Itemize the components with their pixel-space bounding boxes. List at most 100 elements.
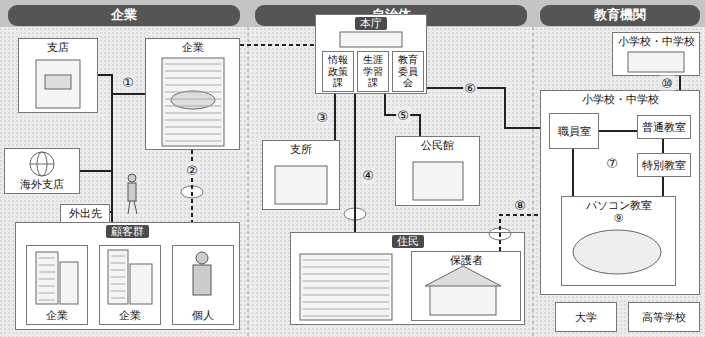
window-row [39, 300, 55, 301]
box-fill [357, 51, 389, 92]
box-fill [8, 5, 240, 26]
window-row [165, 141, 221, 142]
window-row [39, 265, 55, 266]
department-box: 情報政策課 [322, 51, 354, 92]
window-row [39, 293, 55, 294]
globe-icon [30, 152, 54, 176]
window-row [303, 281, 389, 282]
buildings [36, 32, 684, 320]
window-row [39, 258, 55, 259]
school-box: 小学校・中学校職員室普通教室特別教室パソコン教室⑨ [540, 90, 700, 295]
school-box: 小学校・中学校 [612, 32, 700, 76]
box-label: 特別教室 [642, 159, 686, 172]
network-line [427, 88, 540, 128]
network-line [110, 94, 145, 212]
box-fill [145, 38, 240, 150]
outside-box: 外出先 [60, 204, 110, 223]
box-label: 住民 [392, 235, 424, 248]
box-label: 外出先 [69, 207, 102, 220]
section-header: 教育機関 [540, 5, 700, 26]
window-row [303, 295, 389, 296]
callout-number: ② [185, 163, 199, 178]
network-line [572, 149, 574, 196]
box-fill [322, 51, 354, 92]
branch-office-box: 支所 [262, 140, 340, 210]
box-label: 企業 [119, 309, 141, 322]
window-row [111, 277, 125, 278]
callout-number: ⑥ [463, 81, 477, 96]
window-row [303, 260, 389, 261]
window-row [303, 302, 389, 303]
box-label: 公民館 [421, 139, 454, 152]
university-box: 大学 [555, 302, 617, 332]
room-box: 職員室 [549, 113, 599, 149]
network-line [599, 130, 637, 132]
box-fill [628, 302, 700, 332]
room-box: 特別教室 [637, 153, 691, 177]
box-fill [540, 90, 700, 295]
box-fill [612, 32, 700, 76]
box-fill [561, 196, 676, 286]
window-row [303, 316, 389, 317]
window-row [165, 92, 221, 93]
box-fill [99, 245, 161, 325]
box-label: 企業 [46, 309, 68, 322]
callout-number: ⑧ [513, 198, 527, 213]
box-fill [392, 51, 424, 92]
box-label: 本庁 [355, 17, 387, 30]
window-row [111, 256, 125, 257]
box-fill [395, 136, 480, 206]
box-fill [60, 204, 110, 223]
window-row [165, 78, 221, 79]
box-label: 情報政策課 [325, 54, 351, 89]
box-label: 小学校・中学校 [618, 35, 695, 48]
department-box: 生涯学習課 [357, 51, 389, 92]
city-hall-box: 本庁情報政策課生涯学習課教育委員会 [315, 14, 427, 94]
box-label: 生涯学習課 [360, 54, 386, 89]
residents-box: 住民保護者 [290, 232, 525, 325]
network-line [500, 215, 540, 251]
box-label: 小学校・中学校 [582, 93, 659, 106]
network-line [240, 44, 315, 46]
callout-number: ① [121, 75, 135, 90]
box-label: 高等学校 [642, 311, 686, 324]
window-row [39, 286, 55, 287]
window-row [111, 291, 125, 292]
box-fill [411, 251, 521, 321]
window-row [39, 279, 55, 280]
customer-box: 個人 [172, 245, 234, 325]
box-fill [15, 222, 240, 330]
box-label: 海外支店 [20, 178, 64, 191]
network-line [112, 94, 145, 222]
overseas-branch-box: 海外支店 [4, 148, 80, 194]
network-line [385, 94, 420, 136]
branch-box: 支店 [18, 38, 98, 113]
header-text: 教育機関 [594, 8, 646, 23]
network-line [679, 76, 681, 90]
box-label: 個人 [192, 309, 214, 322]
box-fill [540, 5, 700, 26]
box-label: 支店 [47, 41, 69, 54]
callout-number: ⑦ [605, 156, 619, 171]
room-box: 普通教室 [637, 115, 691, 139]
window-row [165, 127, 221, 128]
window-row [111, 284, 125, 285]
box-fill [549, 113, 599, 149]
network-line [354, 94, 356, 232]
window-row [303, 309, 389, 310]
callout-number: ④ [361, 168, 375, 183]
box-label: 支所 [290, 143, 312, 156]
callout-number: ⑩ [660, 76, 674, 91]
header-text: 企業 [111, 8, 137, 23]
window-row [303, 288, 389, 289]
callout-number: ⑤ [396, 108, 410, 123]
window-row [165, 134, 221, 135]
box-label: 教育委員会 [395, 54, 421, 89]
window-row [165, 106, 221, 107]
box-label: 大学 [575, 311, 597, 324]
window-row [165, 64, 221, 65]
department-box: 教育委員会 [392, 51, 424, 92]
community-hall-box: 公民館 [395, 136, 480, 206]
box-fill [18, 38, 98, 113]
